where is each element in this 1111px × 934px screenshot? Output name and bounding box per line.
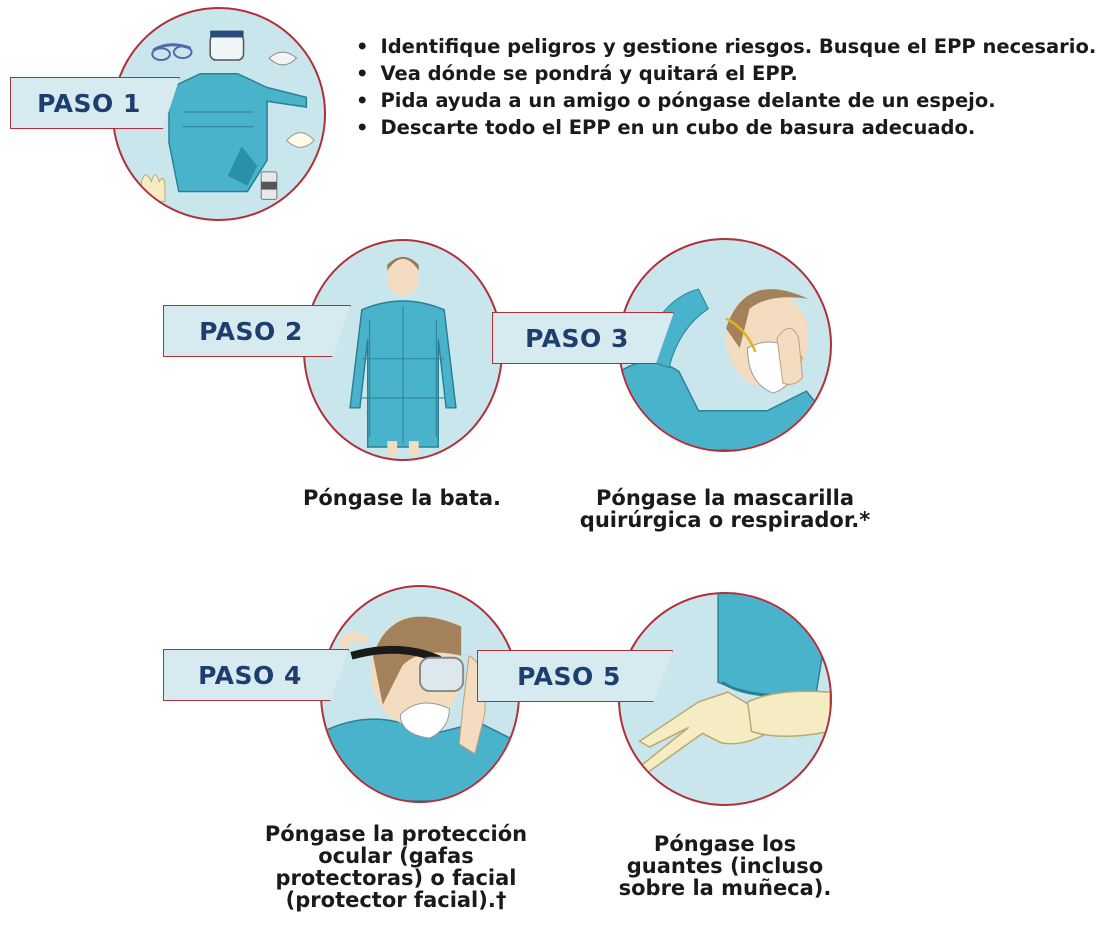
step4-caption: Póngase la protección ocular (gafas prot… bbox=[236, 823, 556, 911]
caption-line: ocular (gafas bbox=[318, 844, 474, 868]
step1-bullet: Pida ayuda a un amigo o póngase delante … bbox=[356, 87, 1096, 114]
step5-illustration bbox=[618, 592, 832, 806]
step1-tag: PASO 1 bbox=[10, 77, 180, 129]
caption-line: Póngase los bbox=[653, 832, 797, 856]
hands-gloves-icon bbox=[638, 594, 830, 774]
step2-caption: Póngase la bata. bbox=[262, 487, 542, 509]
caption-line: protectoras) o facial bbox=[275, 866, 517, 890]
person-goggles-icon bbox=[322, 616, 518, 801]
step5-caption: Póngase los guantes (incluso sobre la mu… bbox=[585, 833, 865, 899]
step3-tag: PASO 3 bbox=[492, 312, 674, 364]
step1-bullet: Descarte todo el EPP en un cubo de basur… bbox=[356, 114, 1096, 141]
step1-bullet: Vea dónde se pondrá y quitará el EPP. bbox=[356, 60, 1096, 87]
ppe-items-icon bbox=[128, 30, 315, 202]
step2-tag: PASO 2 bbox=[163, 305, 351, 357]
caption-line: Póngase la bata. bbox=[302, 486, 502, 510]
caption-line: sobre la muñeca). bbox=[618, 876, 832, 900]
caption-line: Póngase la mascarilla bbox=[596, 486, 854, 510]
step1-illustration bbox=[112, 7, 326, 221]
person-gown-icon bbox=[349, 256, 457, 455]
step4-illustration bbox=[320, 585, 520, 803]
caption-line: guantes (incluso bbox=[626, 854, 824, 878]
caption-line: (protector facial).† bbox=[285, 888, 507, 912]
caption-line: Póngase la protección bbox=[264, 822, 528, 846]
caption-line: quirúrgica o respirador.* bbox=[579, 508, 871, 532]
step5-tag: PASO 5 bbox=[477, 650, 673, 702]
step2-illustration bbox=[303, 239, 503, 461]
step3-caption: Póngase la mascarilla quirúrgica o respi… bbox=[555, 487, 895, 531]
step1-instructions: Identifique peligros y gestione riesgos.… bbox=[356, 33, 1096, 141]
step1-bullet: Identifique peligros y gestione riesgos.… bbox=[356, 33, 1096, 60]
step4-tag: PASO 4 bbox=[163, 649, 349, 701]
